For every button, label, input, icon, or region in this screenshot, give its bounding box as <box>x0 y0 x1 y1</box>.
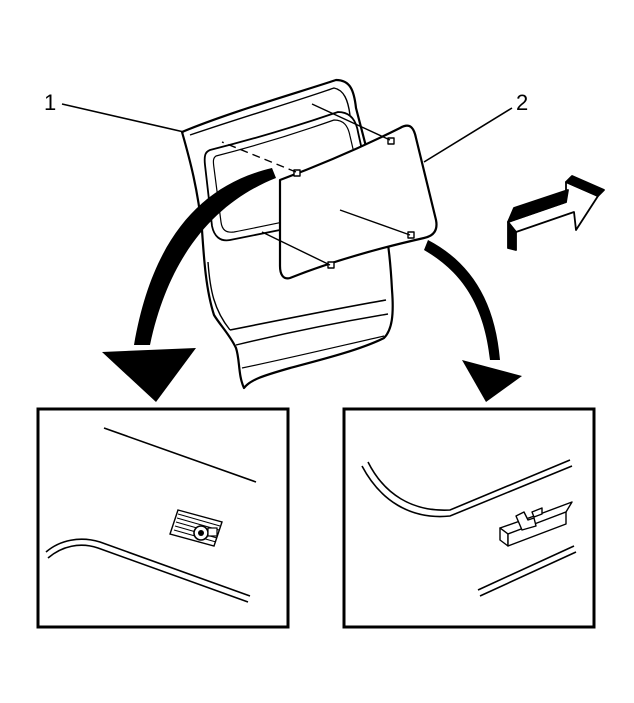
callout-2-leader <box>423 107 513 163</box>
curved-arrow-left-detail-icon <box>102 168 276 402</box>
detail-left-edge-line <box>103 427 257 483</box>
detail-left-clip-hole-center <box>198 530 204 536</box>
guide-line-bottom-left <box>261 231 331 266</box>
detail-left-seal-outer <box>45 538 251 597</box>
door-body-crease-lower <box>235 313 389 346</box>
detail-right-clip-tab <box>515 511 537 531</box>
detail-right-clip-face <box>507 511 567 547</box>
detail-right-seal-inner <box>367 459 571 511</box>
detail-left-seal-inner <box>47 544 249 603</box>
detail-box-right <box>342 407 596 629</box>
curved-arrow-left-head <box>102 348 196 402</box>
door-outer-outline <box>180 78 394 390</box>
detail-right-seal-outer <box>361 465 573 518</box>
door-body-crease-upper <box>229 299 387 331</box>
guide-line-bottom-right <box>339 209 411 236</box>
forward-direction-arrow-icon <box>507 175 605 251</box>
glass-outline <box>278 124 438 280</box>
guide-line-top-left <box>221 141 297 173</box>
callout-2-label: 2 <box>516 90 528 115</box>
curved-arrow-right-head <box>462 360 522 402</box>
curved-arrow-right-detail-icon <box>424 240 522 402</box>
detail-box-right-frame <box>342 407 596 629</box>
callout-1: 1 <box>44 90 185 133</box>
door-inner-frame <box>189 87 351 136</box>
detail-right-clip-notch <box>531 507 543 518</box>
detail-box-left <box>36 407 290 629</box>
detail-box-left-frame <box>36 407 290 629</box>
glass-clip-bottom-left <box>327 261 335 269</box>
callout-1-leader <box>61 103 185 133</box>
forward-arrow-side <box>507 221 517 251</box>
curved-arrow-right-body <box>424 240 500 360</box>
door-body-crease-bottom <box>241 335 385 369</box>
detail-left-clip-icon <box>169 509 223 547</box>
curved-arrow-left-body <box>134 168 276 345</box>
glass-clip-top-left <box>293 169 301 177</box>
forward-arrow-head-shade <box>565 175 605 197</box>
alignment-guide-lines <box>221 103 411 266</box>
detail-right-lower-line-a <box>477 545 575 591</box>
window-glass <box>278 124 438 280</box>
callout-2: 2 <box>423 90 528 163</box>
detail-right-lower-line-b <box>479 551 577 597</box>
door-lower-line-a <box>207 261 231 331</box>
callout-1-label: 1 <box>44 90 56 115</box>
guide-line-top-right <box>311 103 391 141</box>
forward-arrow-top <box>507 189 569 223</box>
glass-clip-top-right <box>387 137 395 145</box>
detail-right-clip-icon <box>499 501 573 547</box>
detail-left-clip-tab <box>207 527 218 537</box>
